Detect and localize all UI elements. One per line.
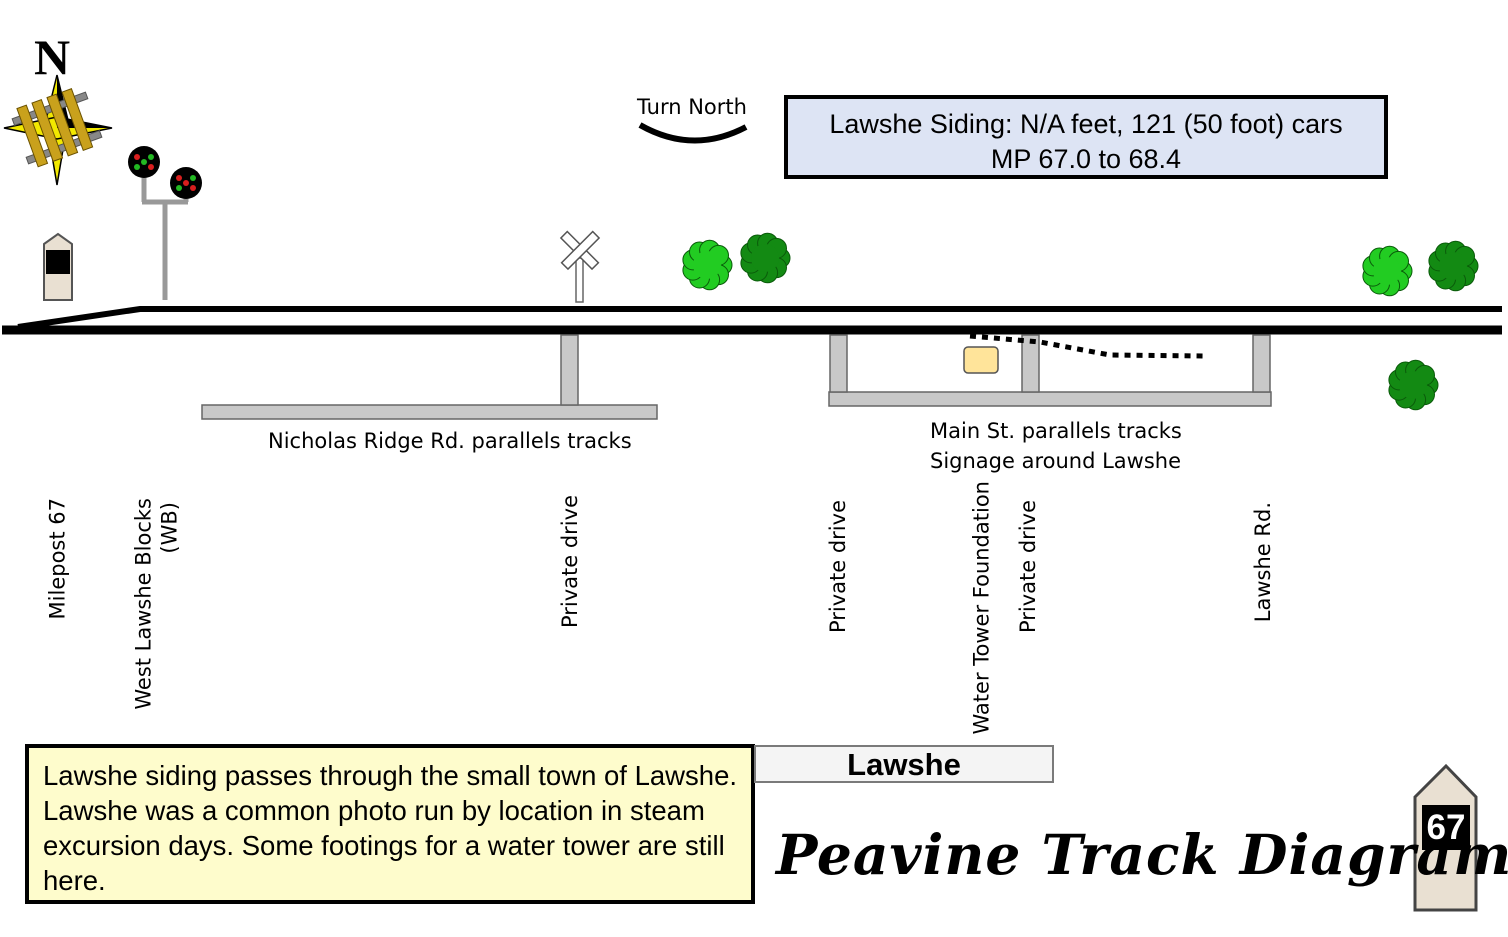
siding-track — [17, 306, 1502, 330]
tree-icon — [682, 239, 733, 291]
private-drive-2-label: Private drive — [826, 500, 850, 634]
milepost-label: Milepost 67 — [45, 498, 69, 620]
crossbuck-icon — [559, 230, 601, 303]
turn-curve — [638, 122, 748, 144]
brand-title: Peavine Track Diagram — [776, 822, 1508, 887]
lawshe-rd-label: Lawshe Rd. — [1251, 502, 1275, 623]
turn-north-label: Turn North — [637, 95, 747, 119]
main-street-label-line1: Main St. parallels tracks — [930, 419, 1182, 443]
compass-icon — [3, 74, 113, 186]
tree-icon — [1388, 359, 1439, 411]
blocks-label-line1: West Lawshe Blocks — [132, 498, 156, 710]
town-name-box: Lawshe — [754, 745, 1054, 783]
town-name: Lawshe — [847, 747, 961, 782]
milepost-marker-icon — [43, 232, 73, 301]
abandoned-spur — [969, 333, 1206, 359]
main-street-road — [828, 334, 1272, 407]
main-street-label-line2: Signage around Lawshe — [930, 449, 1182, 473]
siding-info-box: Lawshe Siding: N/A feet, 121 (50 foot) c… — [784, 95, 1388, 179]
compass-north-label: N — [34, 29, 71, 85]
tree-icon — [1362, 245, 1413, 297]
nicholas-ridge-road — [201, 334, 658, 420]
private-drive-3-label: Private drive — [1016, 500, 1040, 634]
main-street-label: Main St. parallels tracks Signage around… — [930, 416, 1182, 476]
blocks-label: West Lawshe Blocks(WB) — [131, 498, 183, 710]
tree-icon — [1428, 240, 1479, 292]
signal-icon — [128, 146, 202, 300]
milepost-number: 67 — [1422, 805, 1470, 850]
siding-info-line2: MP 67.0 to 68.4 — [990, 144, 1182, 174]
description-text: Lawshe siding passes through the small t… — [43, 760, 738, 896]
siding-info-line1: Lawshe Siding: N/A feet, 121 (50 foot) c… — [829, 109, 1343, 139]
tree-icon — [740, 232, 791, 284]
water-tower-foundation-icon — [963, 346, 999, 374]
description-box: Lawshe siding passes through the small t… — [25, 744, 755, 904]
water-tower-label: Water Tower Foundation — [969, 481, 993, 735]
blocks-label-line2: (WB) — [158, 502, 182, 554]
private-drive-1-label: Private drive — [558, 495, 582, 629]
nicholas-road-label: Nicholas Ridge Rd. parallels tracks — [268, 429, 632, 453]
